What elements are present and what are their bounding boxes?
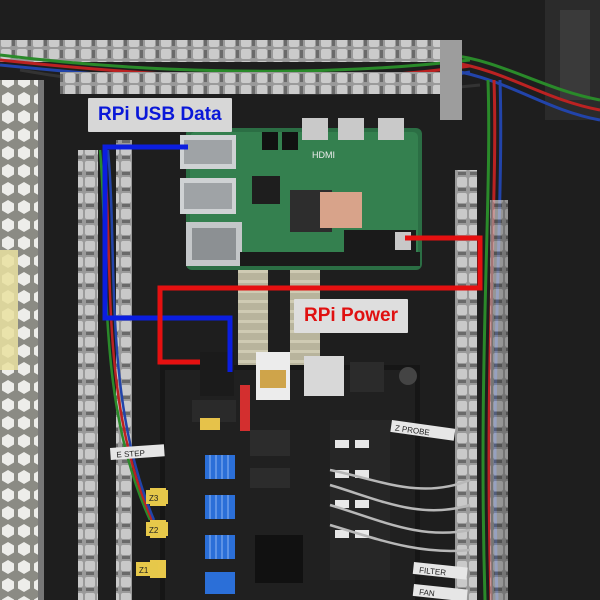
top-cable-chain: [0, 40, 460, 62]
usb-c-power: [378, 118, 404, 140]
mcu-chip: [255, 535, 303, 583]
upper-cable-chain: [60, 72, 460, 94]
tag-fan: FAN: [419, 588, 436, 599]
power-label: RPi Power: [294, 299, 408, 333]
rj-port: [350, 362, 384, 392]
driver-heatsink-4: [205, 572, 235, 594]
right-cable-chain: [455, 170, 477, 600]
tag-filter: FILTER: [419, 566, 447, 578]
usb-data-wire: [102, 144, 233, 372]
tag-z3: Z3: [149, 494, 159, 503]
gpio-header: [240, 252, 420, 266]
left-cable-chain: [78, 150, 98, 600]
power-wire: [157, 235, 483, 365]
micro-hdmi: [302, 118, 328, 140]
printer-mainboard: [150, 352, 420, 600]
usb-data-label: RPi USB Data: [88, 98, 232, 132]
svg-text:HDMI: HDMI: [312, 150, 335, 160]
heatsink: [320, 192, 362, 228]
usb-c-port: [304, 356, 344, 396]
tag-z1: Z1: [139, 566, 149, 575]
raspberry-pi-board: HDMI: [180, 118, 422, 270]
tag-z2: Z2: [149, 526, 159, 535]
tag-e-step: E STEP: [116, 449, 145, 460]
